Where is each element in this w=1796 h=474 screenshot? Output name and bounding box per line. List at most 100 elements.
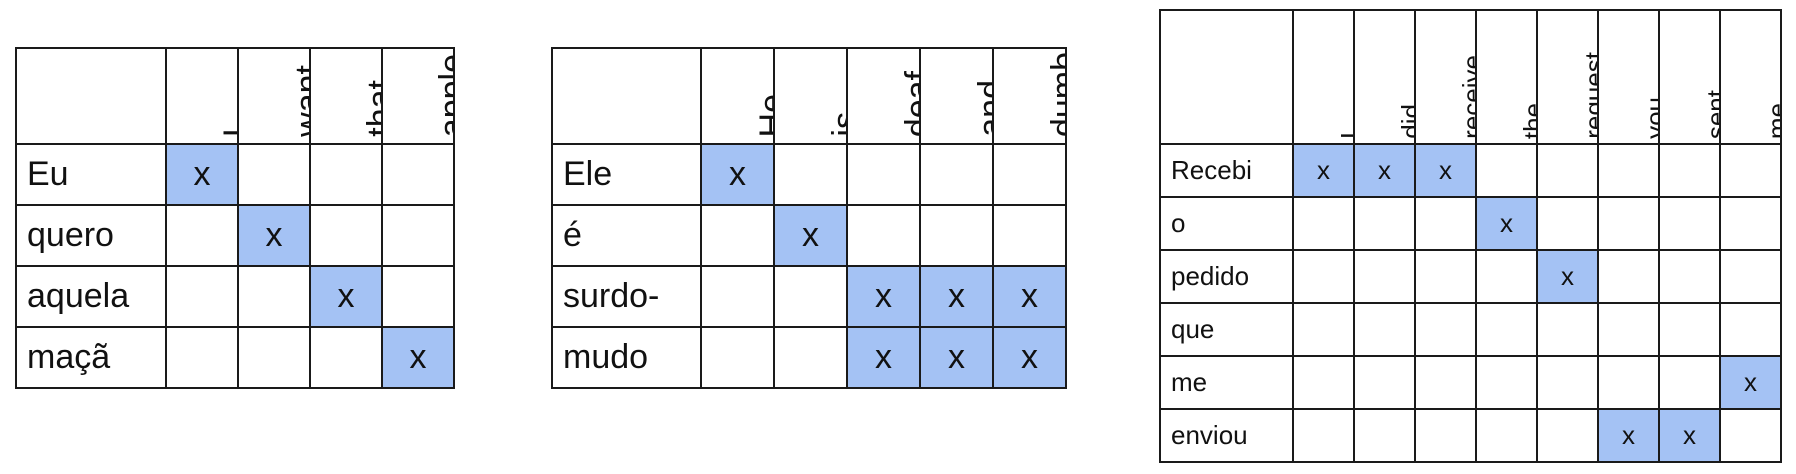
corner-cell <box>15 47 167 145</box>
empty-cell <box>1719 249 1782 304</box>
column-header-label: request <box>1578 52 1598 139</box>
row-header-label: Ele <box>551 143 702 206</box>
alignment-mark-cell: x <box>992 265 1067 328</box>
empty-cell <box>1597 355 1660 410</box>
empty-cell <box>773 265 848 328</box>
empty-cell <box>1475 143 1538 198</box>
alignment-mark-cell: x <box>992 326 1067 389</box>
empty-cell <box>700 265 775 328</box>
row-header-label: Recebi <box>1159 143 1294 198</box>
column-header-label: that <box>361 80 382 137</box>
empty-cell <box>1292 249 1355 304</box>
empty-cell <box>1475 249 1538 304</box>
alignment-mark-cell: x <box>1597 408 1660 463</box>
column-header-label: receive <box>1456 55 1476 139</box>
empty-cell <box>1536 196 1599 251</box>
column-header: sent <box>1658 9 1721 145</box>
alignment-mark-cell: x <box>381 326 455 389</box>
empty-cell <box>1658 249 1721 304</box>
alignment-mark-cell: x <box>919 265 994 328</box>
row-header-label: maçã <box>15 326 167 389</box>
alignment-mark-cell: x <box>1414 143 1477 198</box>
empty-cell <box>1597 249 1660 304</box>
empty-cell <box>1353 408 1416 463</box>
row-header-label: o <box>1159 196 1294 251</box>
column-header: you <box>1597 9 1660 145</box>
column-header-label: the <box>1517 102 1537 139</box>
empty-cell <box>1597 143 1660 198</box>
column-header-label: and <box>971 80 993 137</box>
empty-cell <box>165 265 239 328</box>
empty-cell <box>1475 355 1538 410</box>
empty-cell <box>1719 408 1782 463</box>
empty-cell <box>700 204 775 267</box>
column-header: me <box>1719 9 1782 145</box>
row-header-label: enviou <box>1159 408 1294 463</box>
empty-cell <box>237 265 311 328</box>
empty-cell <box>1475 302 1538 357</box>
row-header-label: quero <box>15 204 167 267</box>
empty-cell <box>381 143 455 206</box>
row-header-label: mudo <box>551 326 702 389</box>
empty-cell <box>773 143 848 206</box>
alignment-mark-cell: x <box>700 143 775 206</box>
column-header: deaf <box>846 47 921 145</box>
empty-cell <box>1475 408 1538 463</box>
column-header: the <box>1475 9 1538 145</box>
empty-cell <box>919 204 994 267</box>
column-header: is <box>773 47 848 145</box>
empty-cell <box>309 204 383 267</box>
empty-cell <box>1658 143 1721 198</box>
column-header: that <box>309 47 383 145</box>
empty-cell <box>1414 249 1477 304</box>
alignment-mark-cell: x <box>846 326 921 389</box>
empty-cell <box>1719 196 1782 251</box>
empty-cell <box>237 143 311 206</box>
column-header-label: is <box>825 112 847 137</box>
empty-cell <box>773 326 848 389</box>
alignment-mark-cell: x <box>773 204 848 267</box>
empty-cell <box>1292 408 1355 463</box>
empty-cell <box>1292 196 1355 251</box>
column-header-label: me <box>1761 102 1781 139</box>
empty-cell <box>992 204 1067 267</box>
empty-cell <box>700 326 775 389</box>
column-header-label: did <box>1395 104 1415 139</box>
empty-cell <box>165 326 239 389</box>
empty-cell <box>1597 302 1660 357</box>
empty-cell <box>846 143 921 206</box>
column-header-label: deaf <box>898 70 920 137</box>
empty-cell <box>237 326 311 389</box>
table-row: maçã x <box>15 326 455 389</box>
empty-cell <box>919 143 994 206</box>
alignment-mark-cell: x <box>1658 408 1721 463</box>
empty-cell <box>1292 355 1355 410</box>
empty-cell <box>1414 196 1477 251</box>
empty-cell <box>1536 355 1599 410</box>
column-header: apple <box>381 47 455 145</box>
empty-cell <box>1414 302 1477 357</box>
empty-cell <box>1353 249 1416 304</box>
table-row: que <box>1159 302 1782 357</box>
row-header-label: aquela <box>15 265 167 328</box>
column-header: and <box>919 47 994 145</box>
column-header: request <box>1536 9 1599 145</box>
empty-cell <box>1414 355 1477 410</box>
column-header: did <box>1353 9 1416 145</box>
empty-cell <box>1536 408 1599 463</box>
row-header-label: pedido <box>1159 249 1294 304</box>
corner-cell <box>551 47 702 145</box>
column-header-label: apple <box>433 53 454 137</box>
empty-cell <box>1292 302 1355 357</box>
column-header: receive <box>1414 9 1477 145</box>
